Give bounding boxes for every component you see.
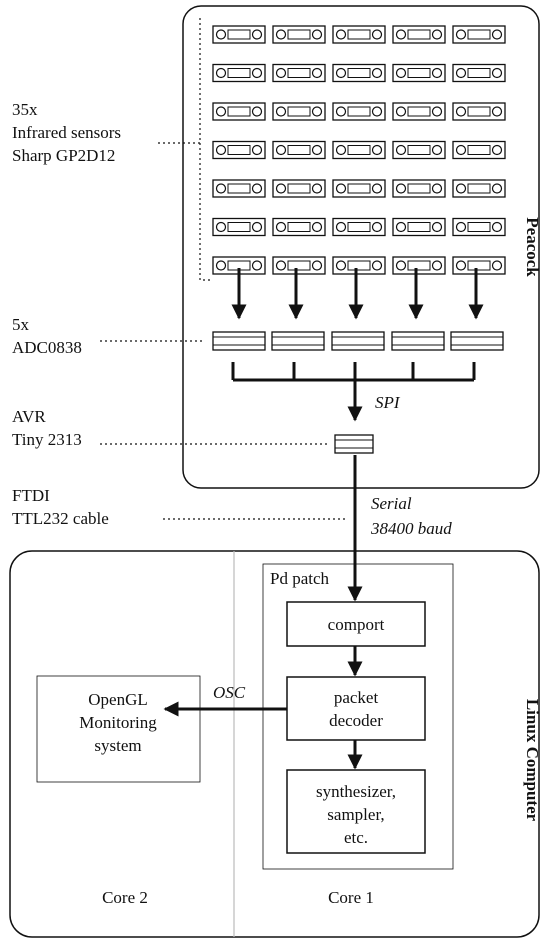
sensor-grid — [212, 25, 506, 275]
infrared-sensor — [212, 256, 266, 275]
infrared-sensor — [272, 102, 326, 121]
infrared-sensor — [452, 217, 506, 237]
adc-chip — [212, 331, 266, 351]
avr-chip — [334, 434, 374, 454]
infrared-sensor — [332, 25, 386, 44]
avr-label-line-2: Tiny 2313 — [12, 430, 82, 449]
spi-bus — [231, 362, 476, 422]
core-1-label: Core 1 — [328, 888, 374, 907]
synth-label-1: synthesizer, — [316, 782, 396, 801]
packet-decoder-label-2: decoder — [329, 711, 383, 730]
packet-decoder-label-1: packet — [334, 688, 379, 707]
infrared-sensor — [392, 217, 446, 237]
adc-chip — [450, 331, 504, 351]
infrared-sensor — [332, 179, 386, 198]
infrared-sensor — [332, 256, 386, 275]
infrared-sensor — [272, 25, 326, 44]
infrared-sensor — [272, 63, 326, 83]
infrared-sensor — [452, 179, 506, 198]
infrared-sensor — [392, 179, 446, 198]
synthesizer-box — [286, 769, 426, 854]
adc-chip — [331, 331, 385, 351]
adc-chip — [271, 331, 325, 351]
infrared-sensor — [332, 63, 386, 83]
synth-label-2: sampler, — [327, 805, 384, 824]
osc-label: OSC — [213, 683, 246, 702]
infrared-sensor — [212, 140, 266, 160]
infrared-sensor — [452, 140, 506, 160]
opengl-monitoring-box — [36, 675, 201, 783]
sensor-label-line-3: Sharp GP2D12 — [12, 146, 115, 165]
sensor-adc-arrows — [231, 268, 484, 320]
infrared-sensor — [452, 102, 506, 121]
infrared-sensor — [332, 217, 386, 237]
infrared-sensor — [452, 63, 506, 83]
packet-decoder-box — [286, 676, 426, 741]
infrared-sensor — [392, 25, 446, 44]
comport-label: comport — [328, 615, 385, 634]
serial-label-2: 38400 baud — [370, 519, 452, 538]
infrared-sensor — [392, 102, 446, 121]
infrared-sensor — [452, 256, 506, 275]
infrared-sensor — [212, 63, 266, 83]
infrared-sensor — [212, 179, 266, 198]
adc-label-line-1: 5x — [12, 315, 30, 334]
opengl-label-1: OpenGL — [88, 690, 147, 709]
infrared-sensor — [332, 140, 386, 160]
ftdi-label-line-2: TTL232 cable — [12, 509, 109, 528]
spi-label: SPI — [375, 393, 401, 412]
pd-patch-label: Pd patch — [270, 569, 330, 588]
comport-box — [286, 601, 426, 647]
infrared-sensor — [392, 63, 446, 83]
infrared-sensor — [212, 102, 266, 121]
adc-chips — [212, 331, 504, 351]
infrared-sensor — [392, 140, 446, 160]
adc-label-line-2: ADC0838 — [12, 338, 82, 357]
infrared-sensor — [272, 179, 326, 198]
opengl-label-3: system — [94, 736, 141, 755]
infrared-sensor — [452, 25, 506, 44]
core-2-label: Core 2 — [102, 888, 148, 907]
infrared-sensor — [212, 25, 266, 44]
infrared-sensor — [272, 140, 326, 160]
sensor-label-line-1: 35x — [12, 100, 38, 119]
ftdi-label-line-1: FTDI — [12, 486, 50, 505]
synth-label-3: etc. — [344, 828, 368, 847]
peacock-title: Peacock — [523, 217, 542, 277]
infrared-sensor — [272, 217, 326, 237]
peacock-box — [182, 5, 540, 489]
infrared-sensor — [212, 217, 266, 237]
infrared-sensor — [272, 256, 326, 275]
avr-label-line-1: AVR — [12, 407, 46, 426]
infrared-sensor — [332, 102, 386, 121]
pd-patch-box — [262, 563, 454, 870]
linux-computer-box — [9, 550, 540, 938]
linux-computer-title: Linux Computer — [523, 699, 542, 822]
sensor-bracket — [199, 18, 210, 281]
sensor-label-line-2: Infrared sensors — [12, 123, 121, 142]
serial-label-1: Serial — [371, 494, 412, 513]
opengl-label-2: Monitoring — [79, 713, 157, 732]
adc-chip — [391, 331, 445, 351]
infrared-sensor — [392, 256, 446, 275]
